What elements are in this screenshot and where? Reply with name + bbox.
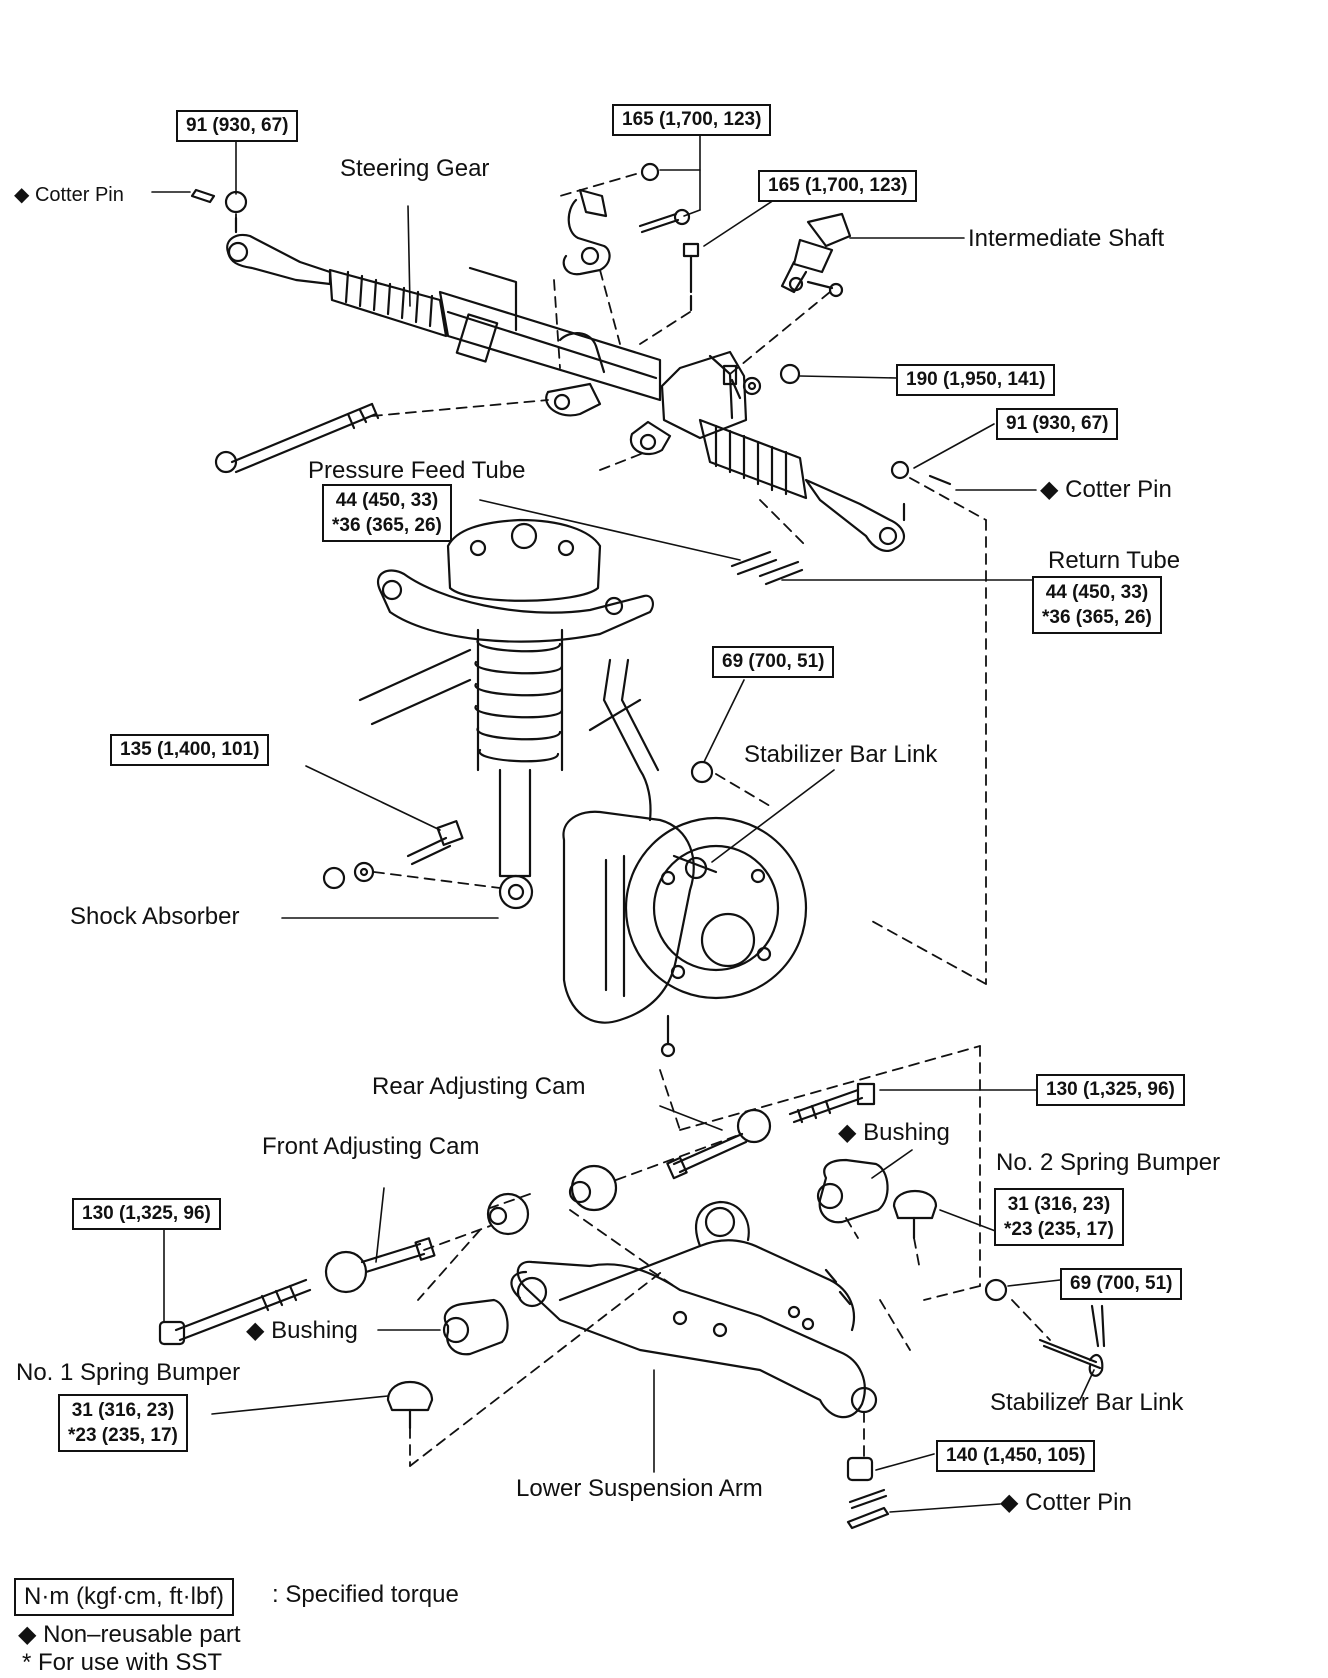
lower-arm-drawing bbox=[158, 1082, 1106, 1530]
torque-return-tube-sst: *36 (365, 26) bbox=[1042, 607, 1152, 628]
label-front-adjusting-cam: Front Adjusting Cam bbox=[262, 1133, 480, 1160]
strut-and-knuckle-drawing bbox=[358, 518, 808, 1058]
leader-lines bbox=[151, 133, 1095, 1513]
torque-pressure-feed-tube-std: 44 (450, 33) bbox=[335, 490, 439, 511]
legend-sst: * For use with SST bbox=[22, 1649, 223, 1676]
torque-pressure-feed-tube: 44 (450, 33) *36 (365, 26) bbox=[322, 484, 452, 542]
shock-hardware-drawing bbox=[322, 760, 714, 890]
torque-tie-rod-nut-right: 91 (930, 67) bbox=[996, 408, 1119, 440]
torque-gear-mount-nut: 190 (1,950, 141) bbox=[896, 364, 1056, 396]
label-bushing-front: ◆ Bushing bbox=[246, 1317, 358, 1344]
torque-return-tube: 44 (450, 33) *36 (365, 26) bbox=[1032, 576, 1162, 634]
torque-gear-bracket-bolt: 165 (1,700, 123) bbox=[612, 104, 772, 136]
gear-bracket-drawing bbox=[562, 162, 691, 276]
label-no1-spring-bumper: No. 1 Spring Bumper bbox=[16, 1359, 241, 1386]
torque-no1-spring-bumper-sst: *23 (235, 17) bbox=[68, 1425, 178, 1446]
torque-stabilizer-link-upper-nut: 69 (700, 51) bbox=[712, 646, 835, 678]
torque-shaft-yoke-bolt: 165 (1,700, 123) bbox=[758, 170, 918, 202]
alignment-dashed-lines bbox=[235, 173, 1051, 1467]
label-rear-adjusting-cam: Rear Adjusting Cam bbox=[372, 1073, 586, 1100]
label-stabilizer-bar-link-lower: Stabilizer Bar Link bbox=[990, 1389, 1184, 1416]
label-bushing-rear: ◆ Bushing bbox=[838, 1119, 950, 1146]
label-lower-suspension-arm: Lower Suspension Arm bbox=[516, 1475, 763, 1502]
steering-gear-drawing bbox=[226, 216, 906, 552]
label-cotter-pin-top-left: ◆ Cotter Pin bbox=[14, 184, 124, 206]
torque-pressure-feed-tube-sst: *36 (365, 26) bbox=[332, 515, 442, 536]
torque-no2-spring-bumper-std: 31 (316, 23) bbox=[1007, 1194, 1111, 1215]
label-no2-spring-bumper: No. 2 Spring Bumper bbox=[996, 1149, 1221, 1176]
torque-shock-absorber-bolt: 135 (1,400, 101) bbox=[110, 734, 270, 766]
torque-no2-spring-bumper-sst: *23 (235, 17) bbox=[1004, 1219, 1114, 1240]
label-cotter-pin-bottom: ◆ Cotter Pin bbox=[1000, 1489, 1132, 1516]
torque-rear-arm-bolt: 130 (1,325, 96) bbox=[1036, 1074, 1185, 1106]
label-pressure-feed-tube: Pressure Feed Tube bbox=[308, 457, 526, 484]
label-return-tube: Return Tube bbox=[1048, 547, 1181, 574]
label-stabilizer-bar-link-upper: Stabilizer Bar Link bbox=[744, 741, 938, 768]
torque-return-tube-std: 44 (450, 33) bbox=[1045, 582, 1149, 603]
torque-no2-spring-bumper: 31 (316, 23) *23 (235, 17) bbox=[994, 1188, 1124, 1246]
label-intermediate-shaft: Intermediate Shaft bbox=[968, 225, 1165, 252]
torque-stabilizer-link-lower-nut: 69 (700, 51) bbox=[1060, 1268, 1183, 1300]
label-steering-gear: Steering Gear bbox=[340, 155, 490, 182]
torque-front-arm-bolt: 130 (1,325, 96) bbox=[72, 1198, 221, 1230]
torque-tie-rod-nut-left: 91 (930, 67) bbox=[176, 110, 299, 142]
intermediate-shaft-drawing bbox=[682, 212, 852, 312]
torque-ball-joint-nut: 140 (1,450, 105) bbox=[936, 1440, 1096, 1472]
legend-torque-caption: : Specified torque bbox=[272, 1581, 459, 1608]
torque-no1-spring-bumper: 31 (316, 23) *23 (235, 17) bbox=[58, 1394, 188, 1452]
torque-no1-spring-bumper-std: 31 (316, 23) bbox=[71, 1400, 175, 1421]
label-cotter-pin-right: ◆ Cotter Pin bbox=[1040, 476, 1172, 503]
legend-non-reusable: ◆ Non–reusable part bbox=[18, 1621, 241, 1648]
label-shock-absorber: Shock Absorber bbox=[70, 903, 240, 930]
hardware-drawing bbox=[190, 188, 952, 586]
legend-torque-units: N·m (kgf·cm, ft·lbf) bbox=[14, 1578, 234, 1616]
